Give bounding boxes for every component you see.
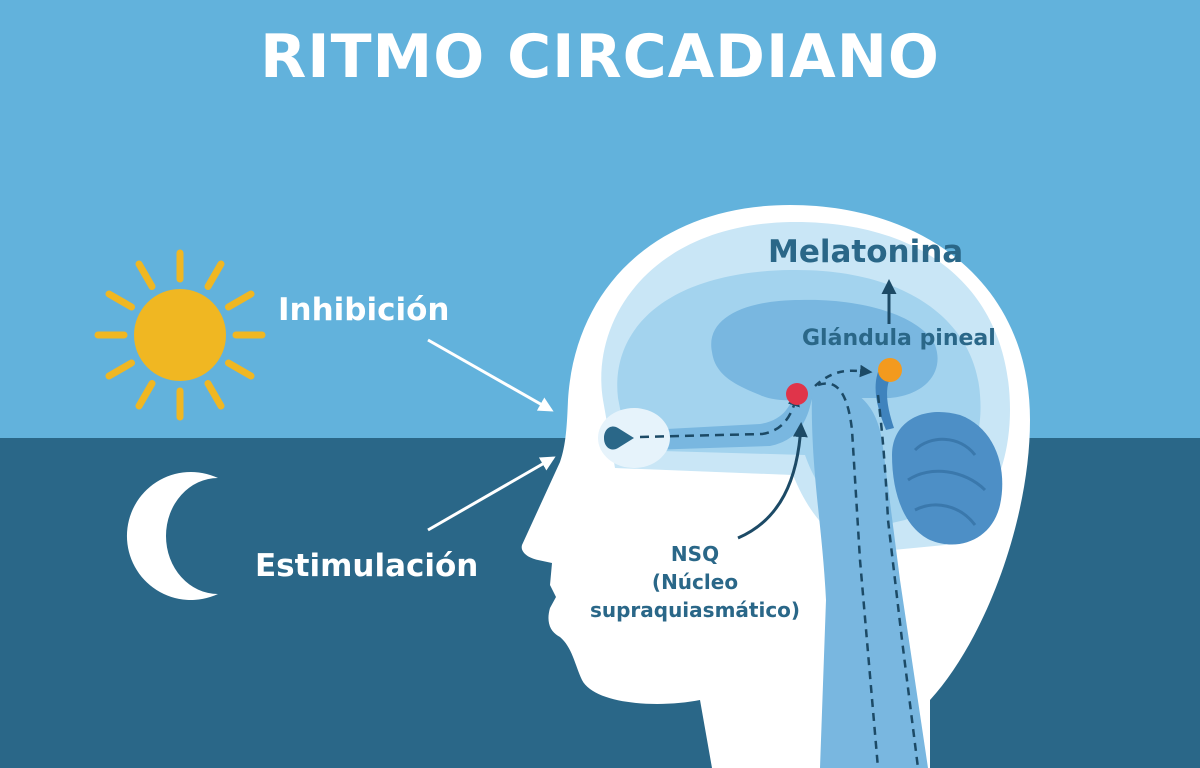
eye-icon	[604, 426, 634, 450]
stimulation-label: Estimulación	[255, 548, 479, 584]
cerebellum-folds	[907, 437, 987, 526]
nsq-abbreviation: NSQ	[670, 542, 720, 566]
inhibition-arrow	[427, 338, 554, 412]
nsq-name-line-2: supraquiasmático)	[589, 598, 801, 622]
sun-ray	[105, 359, 135, 380]
sun-disc	[134, 289, 226, 381]
melatonin-label: Melatonina	[768, 234, 964, 270]
sun-icon	[94, 249, 266, 421]
brainstem	[811, 384, 928, 768]
page-title: RITMO CIRCADIANO	[260, 22, 940, 92]
sun-ray	[225, 290, 255, 311]
moon-icon	[126, 471, 218, 600]
nsq-dot	[786, 383, 808, 405]
sun-ray	[225, 359, 255, 380]
inhibition-label: Inhibición	[278, 292, 450, 328]
nsq-pointer-arrow	[737, 422, 808, 540]
nsq-name-line-1: (Núcleo	[651, 570, 739, 594]
spinal-pathway-line-1	[817, 382, 880, 768]
pineal-stalk	[875, 372, 894, 430]
pineal-gland-dot	[878, 358, 902, 382]
sun-ray	[204, 380, 225, 410]
nsq-label: NSQ (Núcleo supraquiasmático)	[560, 540, 830, 624]
sun-ray	[135, 260, 156, 290]
pineal-gland-label: Glándula pineal	[802, 326, 996, 351]
sun-ray	[204, 260, 225, 290]
stimulation-arrow	[427, 456, 556, 532]
spinal-pathway-line-2	[876, 394, 920, 768]
sun-ray	[105, 290, 135, 311]
sun-ray	[135, 380, 156, 410]
nsq-to-pineal-line	[814, 364, 873, 387]
